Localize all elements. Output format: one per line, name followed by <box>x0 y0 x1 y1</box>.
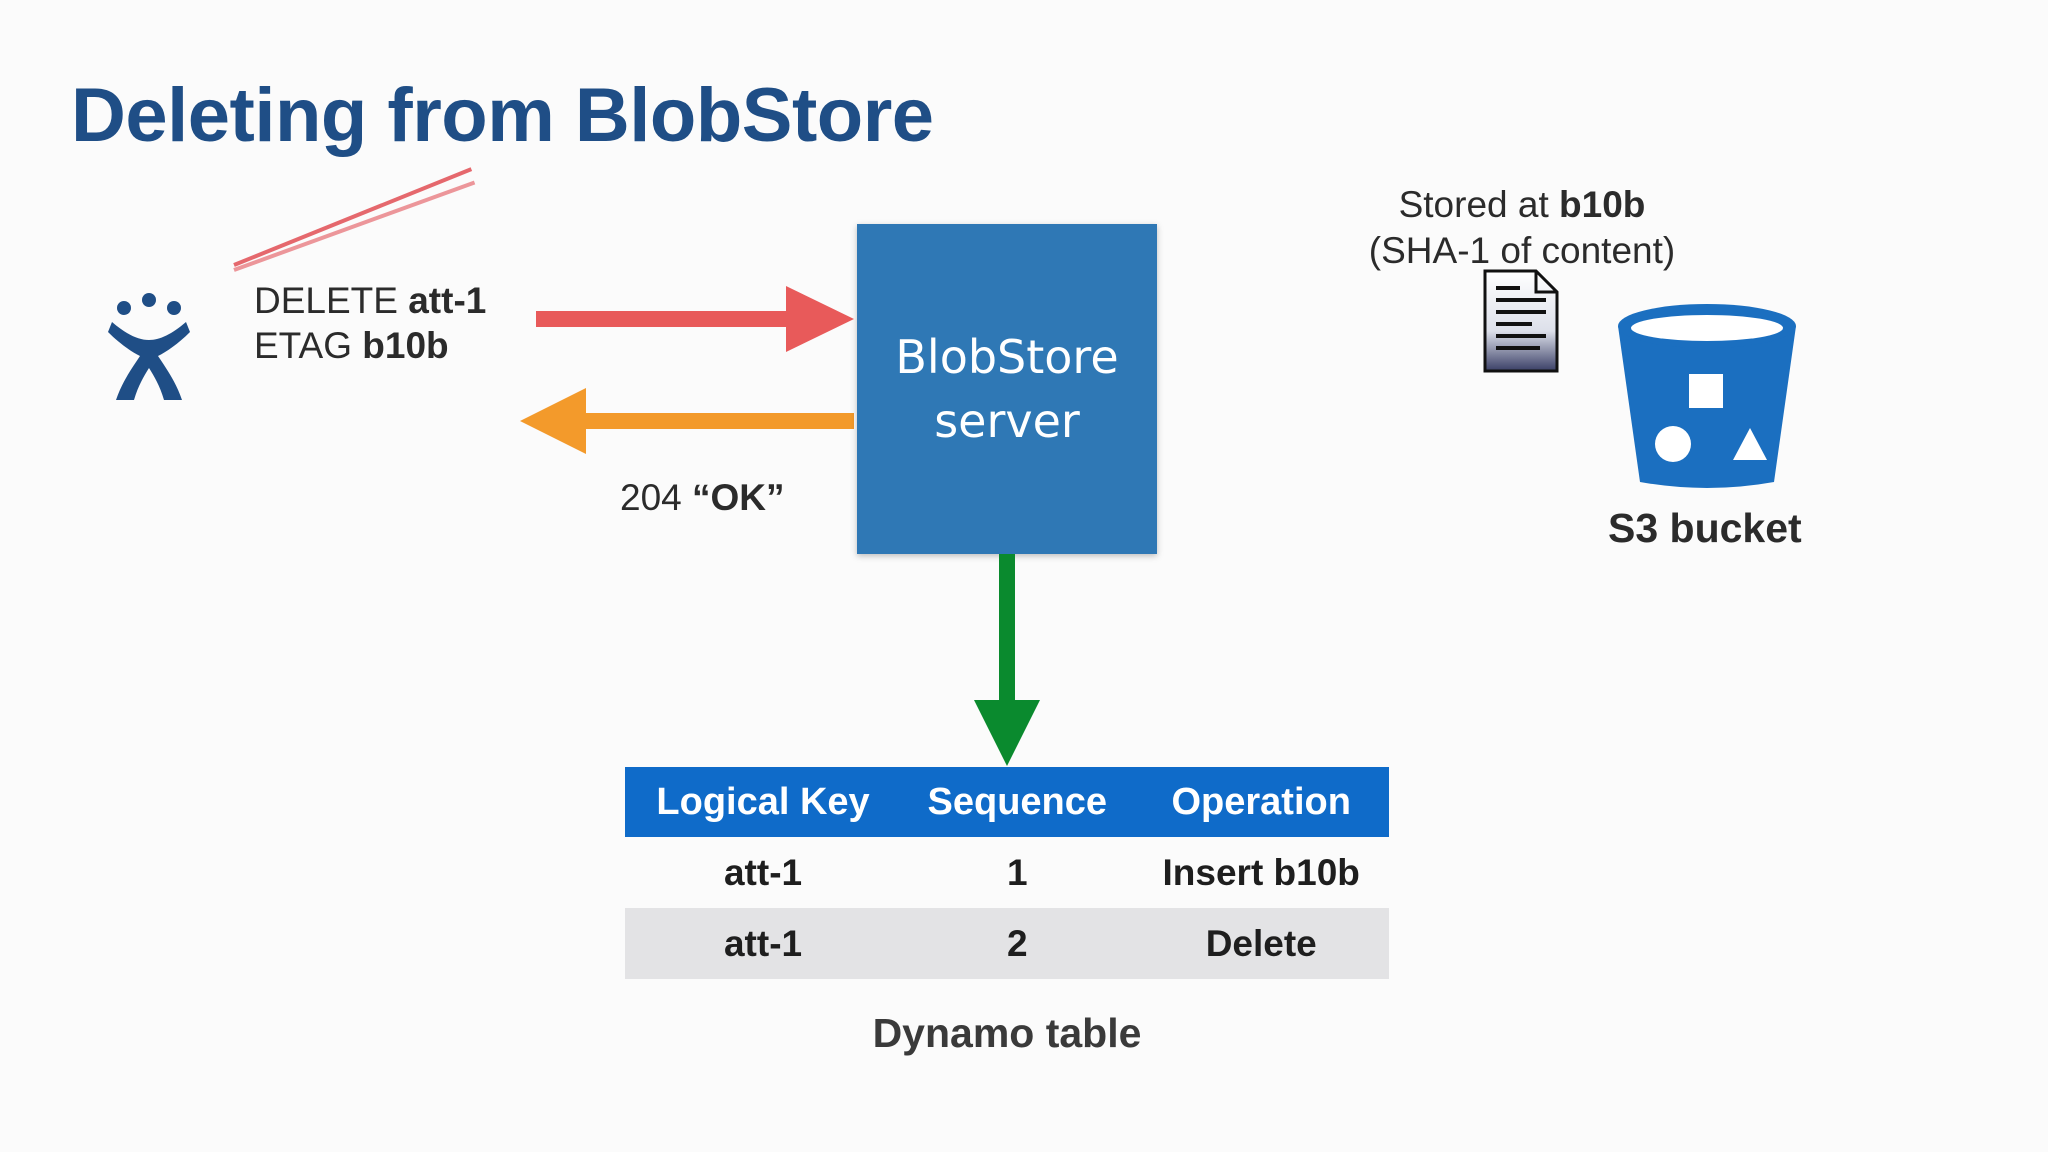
request-method: DELETE <box>254 280 409 321</box>
storage-note: Stored at b10b (SHA-1 of content) <box>1362 182 1682 274</box>
dynamo-table: Logical Key Sequence Operation att-1 1 I… <box>625 767 1389 979</box>
cell-logical-key: att-1 <box>625 908 902 979</box>
response-status: 204 <box>620 477 693 518</box>
table-header-row: Logical Key Sequence Operation <box>625 767 1389 837</box>
server-label-line1: BlobStore <box>895 330 1119 384</box>
bucket-label: S3 bucket <box>1608 505 1802 551</box>
cell-logical-key: att-1 <box>723 851 803 893</box>
slide-title: Deleting from BlobStore <box>71 73 934 158</box>
storage-note-prefix: Stored at <box>1398 184 1560 225</box>
column-header-operation: Operation <box>1133 767 1389 837</box>
table-caption: Dynamo table <box>872 1010 1142 1056</box>
response-label: 204 “OK” <box>620 477 785 519</box>
storage-note-line1: Stored at b10b <box>1362 182 1682 228</box>
request-key: att-1 <box>408 280 487 321</box>
request-etag-line: ETAG b10b <box>254 325 449 367</box>
cell-sequence: 2 <box>901 908 1134 979</box>
table-row: att-1 2 Delete <box>625 908 1389 979</box>
cell-operation: Insert b10b <box>1162 851 1360 893</box>
cell-operation: Delete <box>1133 908 1389 979</box>
write-arrow <box>974 554 1040 766</box>
cell-sequence: 1 <box>1006 851 1028 893</box>
request-arrow <box>536 286 854 352</box>
request-etag-value: b10b <box>362 325 449 366</box>
blobstore-server-box: BlobStore server <box>857 224 1157 554</box>
strike-through-line <box>233 167 473 267</box>
atlassian-jira-logo-icon <box>108 293 190 400</box>
document-icon <box>1483 269 1559 373</box>
column-header-logical-key: Logical Key <box>625 767 902 837</box>
table-row: att-1 1 Insert b10b <box>625 837 1389 908</box>
request-method-line: DELETE att-1 <box>254 280 486 322</box>
response-text: “OK” <box>692 477 785 518</box>
s3-bucket-icon <box>1618 304 1796 488</box>
request-etag-label: ETAG <box>254 325 363 366</box>
strike-through-line-shadow <box>233 180 476 272</box>
server-label-line2: server <box>934 394 1080 448</box>
storage-note-hash: b10b <box>1559 184 1646 225</box>
column-header-sequence: Sequence <box>901 767 1134 837</box>
response-arrow <box>520 388 854 454</box>
storage-note-line2: (SHA-1 of content) <box>1368 230 1676 271</box>
